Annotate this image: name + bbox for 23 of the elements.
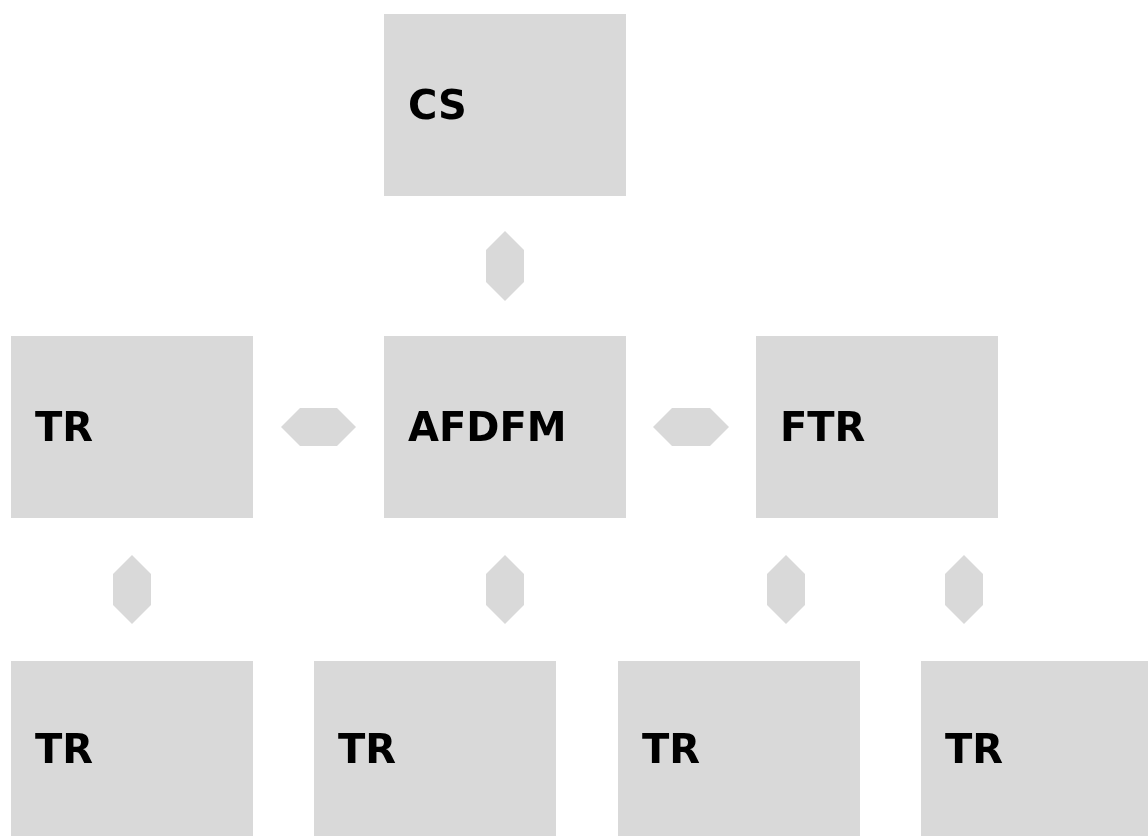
- node-label: AFDFM: [408, 404, 567, 450]
- double-arrow: [486, 231, 524, 301]
- double-arrow: [767, 555, 805, 624]
- node-label: TR: [35, 725, 94, 772]
- node-label: CS: [408, 82, 467, 128]
- box: [756, 336, 998, 518]
- box: [618, 661, 860, 836]
- box: [921, 661, 1148, 836]
- double-arrow: [486, 555, 524, 624]
- box: [11, 661, 253, 836]
- box: [314, 661, 556, 836]
- node-label: TR: [642, 725, 701, 772]
- double-arrow: [113, 555, 151, 624]
- double-arrow: [945, 555, 983, 624]
- double-arrow: [653, 408, 729, 446]
- node-label: TR: [945, 725, 1004, 772]
- node-label: FTR: [780, 404, 866, 450]
- box: [384, 14, 626, 196]
- box: [384, 336, 626, 518]
- double-arrow: [281, 408, 356, 446]
- node-label: TR: [338, 725, 397, 772]
- node-label: TR: [35, 404, 94, 450]
- box: [11, 336, 253, 518]
